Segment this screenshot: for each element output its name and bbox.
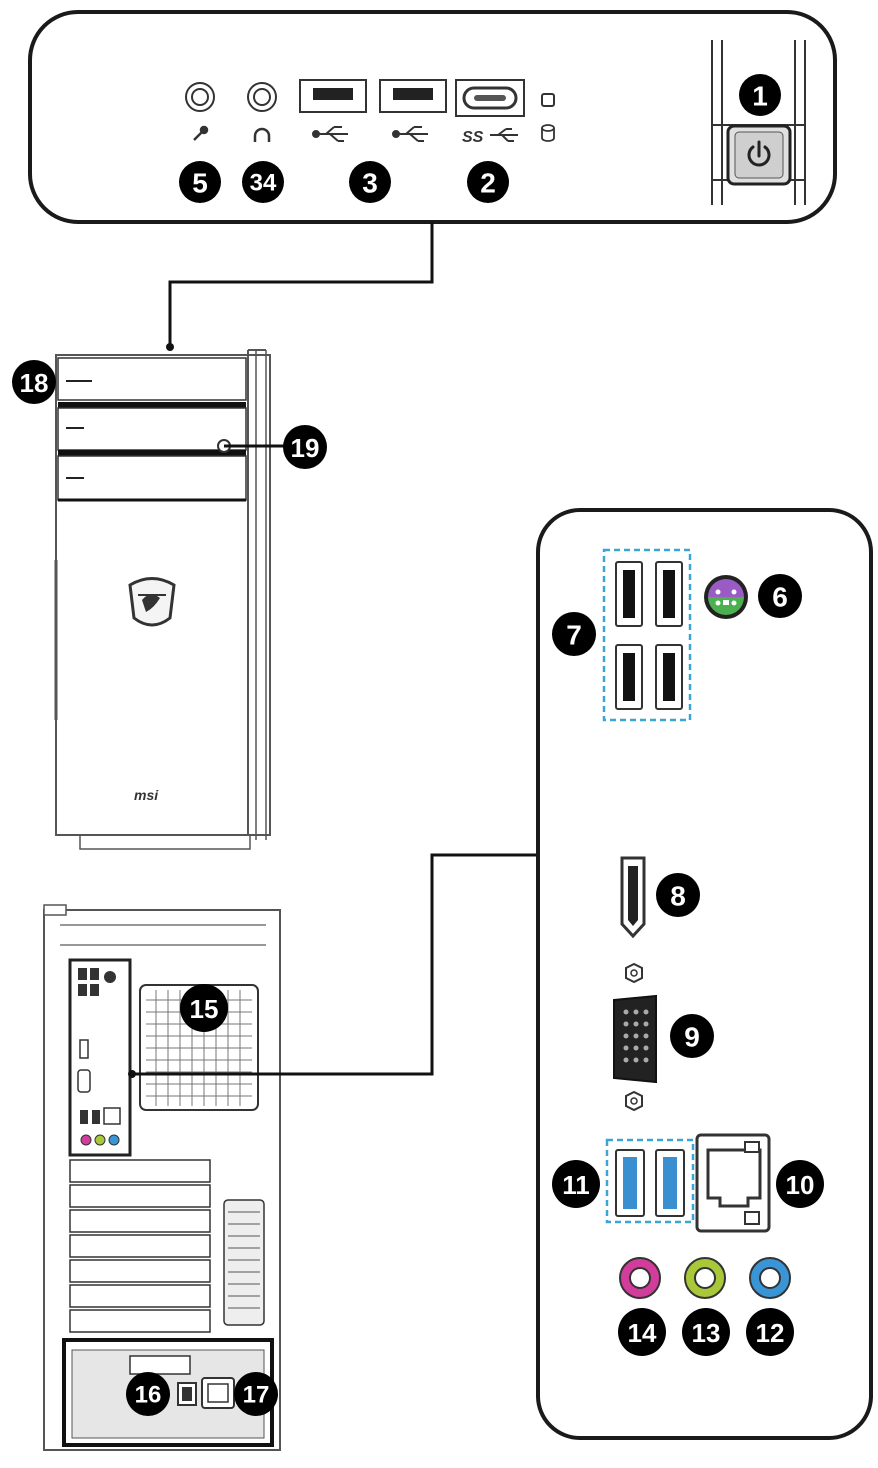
expansion-slots xyxy=(69,1159,211,1333)
svg-text:13: 13 xyxy=(692,1318,721,1348)
svg-text:11: 11 xyxy=(562,1170,590,1200)
headphone-icon xyxy=(253,127,271,142)
usb-icon xyxy=(312,126,348,142)
usb3-group-highlight xyxy=(605,1138,695,1224)
power-icon xyxy=(747,140,771,167)
svg-text:18: 18 xyxy=(20,368,49,398)
drive-bay-1 xyxy=(57,407,247,451)
vga-screw-bottom xyxy=(625,1090,643,1112)
hdd-led-icon xyxy=(541,124,555,142)
power-button[interactable] xyxy=(726,124,792,186)
svg-text:34: 34 xyxy=(250,170,277,197)
callout-13: 13 xyxy=(682,1308,730,1356)
mic-jack[interactable] xyxy=(185,82,215,112)
vga-screw-top xyxy=(625,962,643,984)
front-panel-zoom: SS 1 2 3 34 5 xyxy=(28,10,837,224)
svg-text:16: 16 xyxy=(135,1382,162,1409)
usb3-label: SS xyxy=(462,129,484,146)
callout-34: 34 xyxy=(242,161,284,203)
rear-connector-line xyxy=(132,853,538,1076)
svg-text:19: 19 xyxy=(291,433,320,463)
front-usb2-port-1[interactable] xyxy=(299,79,367,113)
svg-text:5: 5 xyxy=(192,168,208,199)
svg-text:1: 1 xyxy=(752,81,768,112)
rear-usb2-port[interactable] xyxy=(615,561,643,627)
callout-7: 7 xyxy=(552,612,596,656)
msi-shield-logo xyxy=(128,577,176,627)
callout-9: 9 xyxy=(670,1014,714,1058)
callout-18: 18 xyxy=(12,360,56,404)
front-connector-line xyxy=(168,222,434,347)
front-usb2-port-2[interactable] xyxy=(379,79,447,113)
callout-1: 1 xyxy=(739,74,781,116)
svg-text:12: 12 xyxy=(756,1318,785,1348)
audio-jack-blue[interactable] xyxy=(749,1257,791,1299)
hdd-led xyxy=(541,93,555,107)
rear-usb2-port[interactable] xyxy=(655,644,683,710)
psu-power-switch[interactable] xyxy=(177,1382,197,1406)
callout-16: 16 xyxy=(126,1372,170,1416)
back-tower: 15 16 17 xyxy=(43,904,281,1451)
headphone-jack[interactable] xyxy=(247,82,277,112)
svg-text:9: 9 xyxy=(684,1022,700,1053)
drive-bay-2 xyxy=(57,455,247,501)
rear-usb2-port[interactable] xyxy=(655,561,683,627)
svg-text:8: 8 xyxy=(670,881,686,912)
svg-text:6: 6 xyxy=(772,582,788,613)
usb3-icon xyxy=(490,128,518,142)
hdmi-port[interactable] xyxy=(620,856,646,939)
callout-3: 3 xyxy=(349,161,391,203)
microphone-icon xyxy=(193,125,209,141)
ac-power-inlet[interactable] xyxy=(201,1377,235,1409)
svg-text:15: 15 xyxy=(190,994,219,1024)
svg-text:7: 7 xyxy=(566,620,582,651)
callout-6: 6 xyxy=(758,574,802,618)
rear-usb2-port[interactable] xyxy=(615,644,643,710)
rear-usb3-port[interactable] xyxy=(655,1149,685,1217)
callout-12: 12 xyxy=(746,1308,794,1356)
usb2-group-highlight xyxy=(602,548,692,722)
side-vent xyxy=(223,1199,265,1326)
audio-jack-pink[interactable] xyxy=(619,1257,661,1299)
usb-icon xyxy=(392,126,428,142)
callout-11: 11 xyxy=(552,1160,600,1208)
svg-text:17: 17 xyxy=(243,1382,270,1409)
audio-jack-green[interactable] xyxy=(684,1257,726,1299)
front-usb3-typec-port[interactable] xyxy=(455,79,525,117)
callout-19: 19 xyxy=(283,425,327,469)
svg-text:3: 3 xyxy=(362,168,378,199)
rear-fan xyxy=(139,984,259,1111)
callout-14: 14 xyxy=(618,1308,666,1356)
rear-usb3-port[interactable] xyxy=(615,1149,645,1217)
lan-port[interactable] xyxy=(695,1133,771,1233)
callout-2: 2 xyxy=(467,161,509,203)
rear-io-zoom: 6 7 8 9 10 11 14 13 xyxy=(536,508,873,1440)
msi-brand-text: msi xyxy=(134,787,159,803)
svg-text:10: 10 xyxy=(786,1170,815,1200)
svg-text:14: 14 xyxy=(628,1318,657,1348)
callout-17: 17 xyxy=(234,1372,278,1416)
callout-8: 8 xyxy=(656,873,700,917)
ps2-port[interactable] xyxy=(704,575,748,619)
callout-5: 5 xyxy=(179,161,221,203)
callout-10: 10 xyxy=(776,1160,824,1208)
callout-15: 15 xyxy=(180,984,228,1032)
vga-port[interactable] xyxy=(613,994,657,1084)
svg-text:2: 2 xyxy=(480,168,496,199)
front-tower: msi 18 19 xyxy=(12,349,327,850)
